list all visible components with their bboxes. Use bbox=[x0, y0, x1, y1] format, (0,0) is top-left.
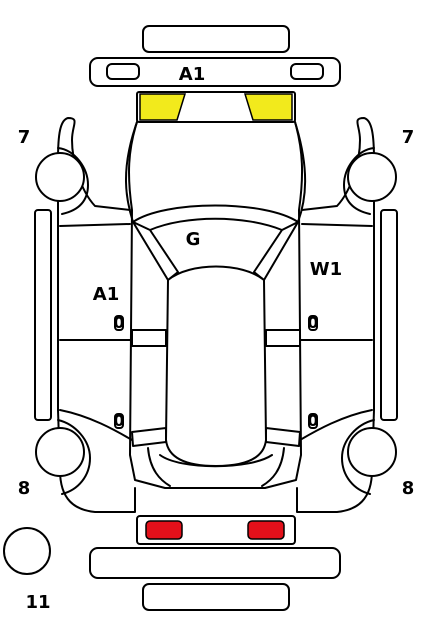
hood-edge-right bbox=[294, 121, 307, 223]
rear-bumper bbox=[89, 547, 341, 579]
front-bumper-top bbox=[142, 25, 290, 53]
right-fender-arch-front bbox=[343, 147, 375, 215]
left-fender-arch-front bbox=[57, 147, 89, 215]
rear-right-lamp bbox=[247, 520, 285, 540]
label-door-rr: 0 bbox=[307, 411, 318, 430]
left-fender-arch-rear bbox=[57, 419, 91, 495]
rear-left-lamp bbox=[145, 520, 183, 540]
label-front-bumper: A1 bbox=[179, 64, 205, 85]
rear-deck-line-right bbox=[261, 447, 285, 487]
label-front-right-wheel: 7 bbox=[402, 127, 415, 148]
rear-deck-line bbox=[147, 447, 171, 487]
roof bbox=[165, 265, 267, 467]
front-left-fog-lamp bbox=[106, 63, 140, 80]
label-rear-right-wheel: 8 bbox=[402, 478, 415, 499]
left-side-step bbox=[34, 209, 52, 421]
left-rear-door-bottom bbox=[59, 409, 133, 441]
front-right-wheel bbox=[347, 152, 397, 202]
label-left-side: A1 bbox=[93, 284, 119, 305]
label-right-side: W1 bbox=[310, 259, 342, 280]
right-side-step bbox=[380, 209, 398, 421]
right-front-door-top bbox=[301, 223, 373, 227]
left-c-pillar bbox=[131, 427, 167, 447]
label-door-rl: 0 bbox=[113, 411, 124, 430]
door-handle-fr bbox=[308, 315, 318, 331]
right-c-pillar bbox=[265, 427, 301, 447]
label-spare-wheel: 11 bbox=[25, 592, 50, 613]
door-handle-rl bbox=[114, 413, 124, 429]
right-a-pillar bbox=[253, 221, 299, 281]
door-handle-rr bbox=[308, 413, 318, 429]
hood-rear-edge bbox=[132, 204, 299, 223]
car-body-outline bbox=[128, 121, 304, 489]
rear-left-wheel bbox=[35, 427, 85, 477]
label-door-fl: 0 bbox=[113, 313, 124, 332]
rear-right-wheel bbox=[347, 427, 397, 477]
hood-edge-left bbox=[125, 121, 138, 223]
label-hood: G bbox=[186, 229, 201, 250]
door-handle-fl bbox=[114, 315, 124, 331]
left-a-pillar bbox=[132, 221, 179, 281]
front-left-wheel bbox=[35, 152, 85, 202]
front-bumper bbox=[89, 57, 341, 87]
front-right-fog-lamp bbox=[290, 63, 324, 80]
right-fender-arch-rear bbox=[341, 419, 375, 495]
right-b-pillar bbox=[265, 329, 301, 347]
front-right-headlamp bbox=[243, 93, 293, 121]
left-b-pillar bbox=[131, 329, 167, 347]
label-front-left-wheel: 7 bbox=[18, 127, 31, 148]
trunk-line bbox=[159, 454, 273, 468]
rear-bumper-bottom bbox=[142, 583, 290, 611]
label-door-fr: 0 bbox=[307, 313, 318, 332]
left-front-door-top bbox=[59, 223, 131, 227]
label-rear-left-wheel: 8 bbox=[18, 478, 31, 499]
front-left-headlamp bbox=[139, 93, 187, 121]
right-rear-door-bottom bbox=[299, 409, 373, 441]
windshield-top bbox=[149, 217, 283, 231]
spare-wheel bbox=[3, 527, 51, 575]
